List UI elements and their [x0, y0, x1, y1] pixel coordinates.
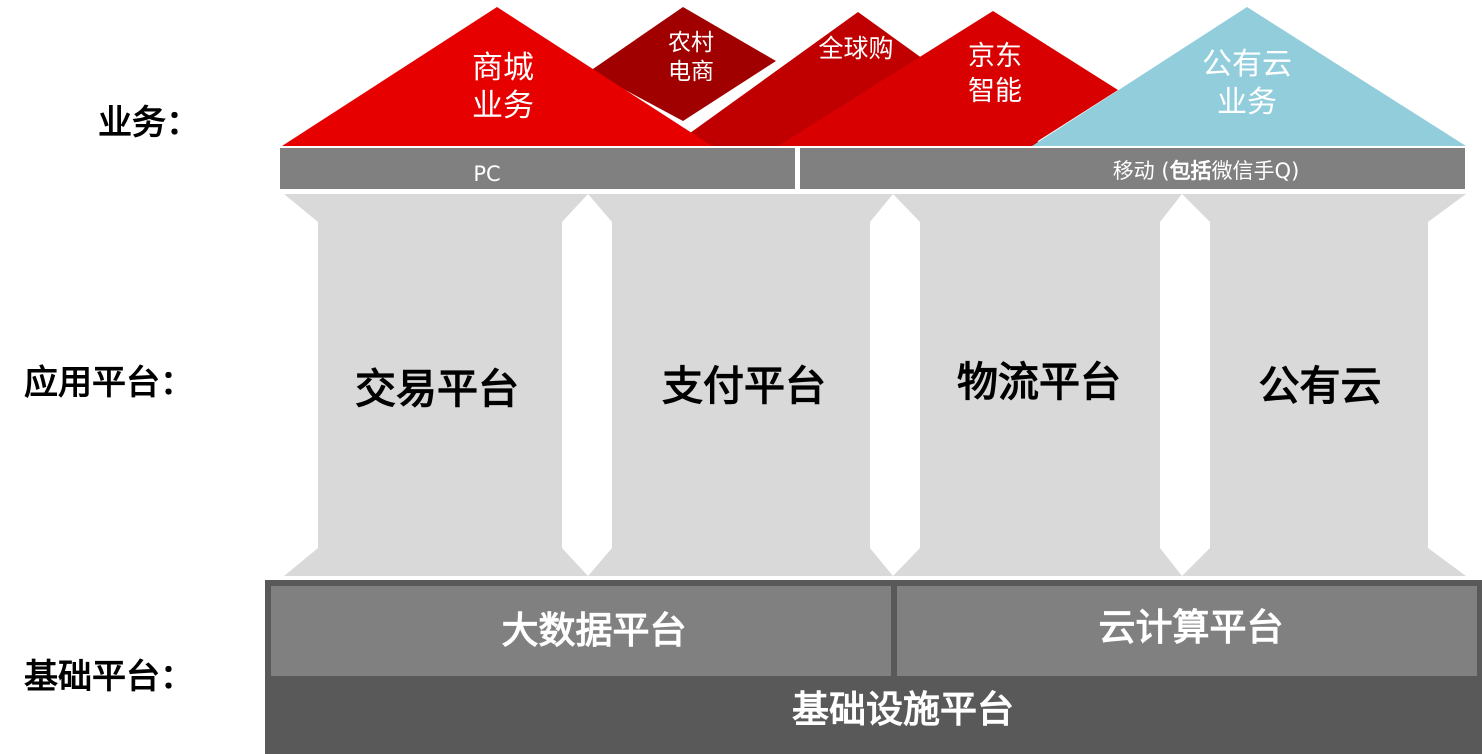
- roof-smart-label-2: 智能: [968, 76, 1022, 107]
- foundation-cloud-computing-label: 云计算平台: [1099, 606, 1284, 649]
- row-label-business: 业务：: [98, 103, 200, 143]
- channel-pc-label: PC: [473, 162, 500, 186]
- roof-cloud-label-2: 业务: [1217, 85, 1277, 120]
- roof-rural-label-1: 农村: [668, 30, 714, 56]
- roof-group: 商城 业务 农村 电商 全球购 京东 智能 公有云 业务: [282, 7, 1466, 146]
- foundation-big-data: [271, 586, 891, 676]
- channel-mobile-suffix: 微信手Q): [1212, 159, 1300, 183]
- channel-pc: [280, 148, 795, 189]
- foundation-infrastructure-label: 基础设施平台: [792, 688, 1014, 731]
- pillar-group: 交易平台 支付平台 物流平台 公有云: [284, 194, 1466, 576]
- row-label-application: 应用平台：: [24, 363, 194, 403]
- pillar-trading: [284, 194, 588, 576]
- roof-global-label: 全球购: [818, 34, 893, 63]
- pillar-payment: [588, 194, 893, 576]
- roof-mall-label-2: 业务: [472, 88, 534, 124]
- foundation-cloud-computing: [897, 586, 1477, 676]
- foundation-big-data-label: 大数据平台: [502, 609, 687, 652]
- roof-jd-smart: [778, 11, 1118, 146]
- pillar-logistics: [893, 194, 1182, 576]
- roof-rural-label-2: 电商: [668, 59, 714, 85]
- roof-rural-ecommerce: [590, 7, 776, 121]
- roof-mall-business: [282, 7, 712, 146]
- row-label-foundation: 基础平台：: [24, 657, 194, 697]
- pillar-public-cloud: [1182, 194, 1466, 576]
- roof-mall-label-1: 商城: [472, 50, 534, 86]
- roof-smart-label-1: 京东: [968, 41, 1022, 72]
- roof-cloud-business: [1032, 7, 1466, 146]
- pillar-payment-label: 支付平台: [662, 362, 826, 410]
- pillar-logistics-label: 物流平台: [957, 358, 1121, 406]
- channel-mobile: [800, 148, 1465, 189]
- foundation-group: 大数据平台 云计算平台 基础设施平台: [265, 580, 1482, 754]
- channel-mobile-prefix: 移动 (: [1113, 159, 1170, 183]
- roof-cloud-label-1: 公有云: [1202, 47, 1292, 82]
- channel-mobile-bold: 包括: [1170, 159, 1212, 183]
- channel-mobile-label: 移动 (包括微信手Q): [1113, 159, 1300, 183]
- pillar-public-cloud-label: 公有云: [1259, 362, 1382, 410]
- channel-band: PC 移动 (包括微信手Q): [280, 148, 1465, 189]
- pillar-trading-label: 交易平台: [355, 365, 519, 413]
